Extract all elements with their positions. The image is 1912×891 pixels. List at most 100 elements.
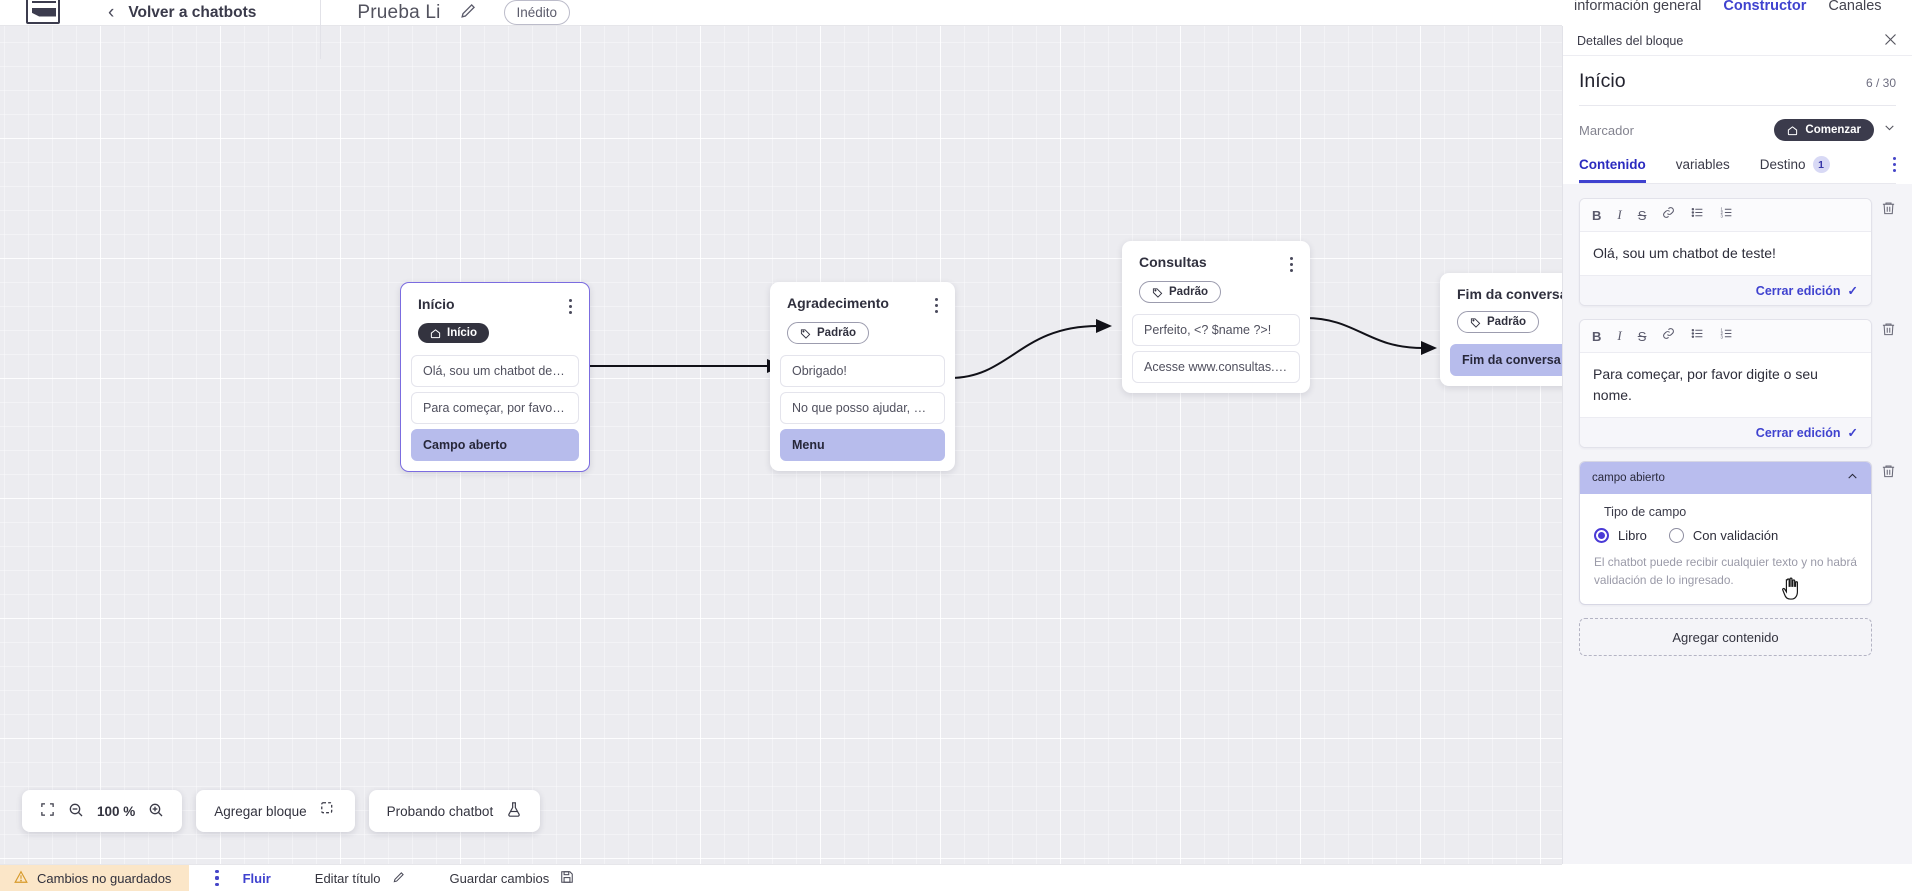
close-edit-label: Cerrar edición — [1755, 425, 1841, 440]
save-changes-button[interactable]: Guardar cambios — [450, 870, 575, 887]
test-chatbot-button[interactable]: Probando chatbot — [368, 790, 541, 832]
trash-icon[interactable] — [1881, 319, 1896, 342]
svg-text:1: 1 — [1721, 328, 1724, 333]
edit-title-label: Editar título — [314, 870, 381, 886]
zoom-out-icon[interactable] — [68, 802, 84, 821]
more-vertical-icon[interactable] — [1892, 156, 1896, 183]
destino-count-badge: 1 — [1812, 156, 1830, 173]
close-icon[interactable] — [1883, 32, 1898, 50]
status-badge: Inédito — [503, 0, 571, 25]
chevron-left-icon[interactable]: ‹ — [108, 1, 115, 23]
back-to-chatbots-link[interactable]: Volver a chatbots — [128, 3, 257, 21]
node-consultas[interactable]: Consultas Padrão Perfeito, <? $name ?>! … — [1122, 241, 1310, 393]
block-title: Início — [1579, 70, 1626, 92]
close-edit-button[interactable]: Cerrar edición ✓ — [1580, 275, 1871, 306]
more-vertical-icon[interactable] — [1290, 254, 1293, 272]
close-edit-button[interactable]: Cerrar edición ✓ — [1580, 416, 1871, 447]
marker-label: Marcador — [1579, 122, 1634, 138]
pencil-icon — [392, 870, 406, 887]
node-row[interactable]: Fim da conversa — [1450, 344, 1562, 376]
trash-icon[interactable] — [1881, 198, 1896, 221]
link-icon[interactable] — [1662, 327, 1675, 345]
italic-icon[interactable]: I — [1617, 328, 1622, 344]
more-vertical-icon[interactable] — [215, 870, 219, 886]
node-title: Início — [418, 296, 455, 312]
editor-text[interactable]: Para começar, por favor digite o seu nom… — [1593, 366, 1818, 403]
zoom-in-icon[interactable] — [148, 802, 164, 821]
node-row[interactable]: Obrigado! — [780, 355, 945, 387]
marker-value-pill[interactable]: Comenzar — [1774, 119, 1874, 141]
tab-contenido[interactable]: Contenido — [1579, 157, 1646, 183]
node-fim-da-conversa[interactable]: Fim da conversa Padrão Fim da conversa — [1440, 273, 1562, 386]
italic-icon[interactable]: I — [1617, 207, 1622, 222]
field-header[interactable]: campo abierto — [1580, 461, 1871, 494]
more-vertical-icon[interactable] — [569, 296, 572, 314]
edge-inicio-to-agradecimento — [585, 359, 783, 373]
node-header: Fim da conversa — [1440, 286, 1562, 302]
add-block-button[interactable]: Agregar bloque — [196, 790, 355, 832]
page-title: Prueba Li — [357, 1, 441, 23]
link-icon[interactable] — [1662, 206, 1675, 224]
chevron-up-icon[interactable] — [1846, 470, 1859, 486]
node-row[interactable]: No que posso ajudar, <? $name ... — [780, 392, 945, 424]
tab-destino-label: Destino — [1759, 157, 1806, 172]
bold-icon[interactable]: B — [1592, 328, 1602, 344]
tab-constructor[interactable]: Constructor — [1715, 0, 1815, 29]
strikethrough-icon[interactable]: S — [1637, 328, 1647, 344]
bullet-list-icon[interactable] — [1691, 327, 1704, 345]
campo-abierto-card[interactable]: campo abierto Tipo de campo Libro — [1579, 460, 1872, 606]
flask-icon — [506, 801, 522, 821]
trash-icon[interactable] — [1881, 461, 1896, 484]
bold-icon[interactable]: B — [1592, 207, 1602, 223]
tab-informacion-general[interactable]: información general — [1574, 0, 1702, 14]
node-agradecimento[interactable]: Agradecimento Padrão Obrigado! No que po… — [770, 282, 955, 471]
fit-screen-icon[interactable] — [40, 802, 55, 820]
edit-title-button[interactable]: Editar título — [315, 870, 406, 887]
node-inicio[interactable]: Início Início Olá, sou um chatbot de tes… — [400, 282, 590, 472]
panel-tabs: Contenido variables Destino 1 — [1579, 152, 1896, 184]
svg-text:1: 1 — [1721, 206, 1724, 211]
field-title: campo abierto — [1592, 471, 1665, 484]
tab-canales[interactable]: Canales — [1828, 0, 1882, 14]
app-logo-icon[interactable] — [26, 0, 60, 24]
marker-value-label: Comenzar — [1805, 124, 1861, 136]
node-row[interactable]: Para começar, por favor digite o ... — [411, 391, 579, 424]
check-icon: ✓ — [1844, 284, 1858, 299]
svg-text:2: 2 — [1721, 331, 1724, 336]
pencil-icon[interactable] — [459, 1, 478, 25]
node-row[interactable]: Menu — [780, 429, 945, 461]
statusbar-flow-tab[interactable]: Fluir — [243, 871, 271, 886]
field-type-radiogroup: Libro Con validación — [1594, 527, 1857, 543]
strikethrough-icon[interactable]: S — [1637, 207, 1647, 223]
tab-destino[interactable]: Destino 1 — [1760, 156, 1830, 183]
node-tag-label: Padrão — [1487, 316, 1526, 328]
tag-icon — [1152, 287, 1163, 298]
node-tag: Padrão — [1139, 281, 1221, 303]
radio-libro[interactable]: Libro — [1594, 527, 1647, 543]
tab-variables[interactable]: variables — [1676, 157, 1730, 182]
more-vertical-icon[interactable] — [935, 295, 938, 313]
radio-libro-dot — [1594, 527, 1609, 543]
status-bar: Cambios no guardados Fluir Editar título… — [0, 864, 1562, 891]
node-row[interactable]: Olá, sou um chatbot de teste! — [411, 354, 579, 387]
chevron-down-icon[interactable] — [1883, 121, 1896, 139]
bullet-list-icon[interactable] — [1691, 206, 1704, 224]
field-block: campo abierto Tipo de campo Libro — [1579, 460, 1896, 606]
editor-text[interactable]: Olá, sou um chatbot de teste! — [1593, 245, 1776, 261]
add-content-button[interactable]: Agregar contenido — [1579, 618, 1872, 657]
marker-control[interactable]: Comenzar — [1774, 119, 1896, 141]
node-row[interactable]: Campo aberto — [411, 428, 579, 461]
node-row[interactable]: Perfeito, <? $name ?>! — [1132, 314, 1300, 346]
node-row[interactable]: Acesse www.consultas.com par... — [1132, 351, 1300, 383]
radio-con-validacion[interactable]: Con validación — [1668, 527, 1778, 543]
unsaved-changes-indicator: Cambios no guardados — [0, 864, 190, 891]
flow-canvas[interactable]: Início Início Olá, sou um chatbot de tes… — [0, 26, 1562, 864]
